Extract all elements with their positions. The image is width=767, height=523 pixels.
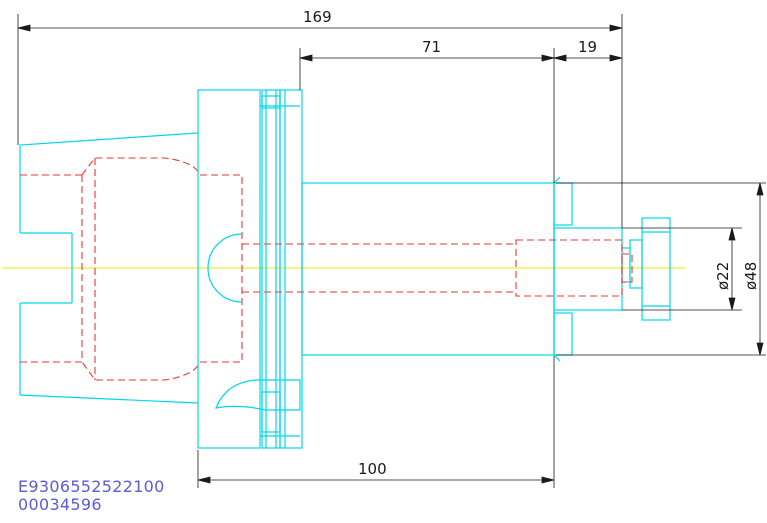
part-code-line1: E9306552522100 [18, 477, 165, 496]
shank-outline [207, 176, 671, 362]
dimension-lines [17, 14, 766, 488]
dim-small-diameter: ø22 [714, 262, 732, 290]
dim-large-diameter: ø48 [742, 262, 760, 290]
flange-outline [197, 89, 303, 449]
dim-overall-length: 169 [303, 8, 332, 26]
bore-hidden [242, 239, 633, 297]
dim-shank-length: 71 [422, 38, 441, 56]
dim-bottom-length: 100 [358, 460, 387, 478]
taper-hidden-cavity [20, 157, 243, 381]
dim-nose-length: 19 [578, 38, 597, 56]
taper-outline [19, 132, 199, 404]
part-code-line2: 00034596 [18, 495, 102, 514]
